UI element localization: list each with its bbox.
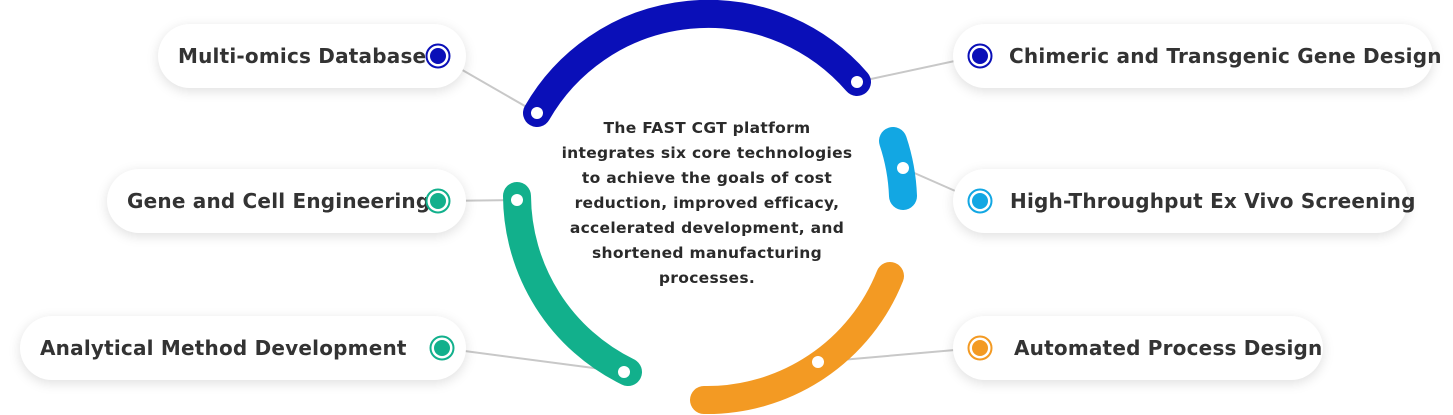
ring-dot-gene-cell xyxy=(511,194,523,206)
ring-marker-icon xyxy=(967,188,993,214)
node-label: Gene and Cell Engineering xyxy=(127,189,431,213)
ring-marker-icon xyxy=(967,43,993,69)
ring-dot-multi-omics xyxy=(531,107,543,119)
ring-dot-automated xyxy=(812,356,824,368)
ring-marker-icon xyxy=(429,335,455,361)
ring-marker-icon xyxy=(425,188,451,214)
node-analytical-method-development: Analytical Method Development xyxy=(20,316,466,380)
node-multi-omics-database: Multi-omics Database xyxy=(158,24,466,88)
node-label: Chimeric and Transgenic Gene Design xyxy=(1009,44,1442,68)
ring-dot-chimeric xyxy=(851,76,863,88)
node-label: High-Throughput Ex Vivo Screening xyxy=(1010,189,1416,213)
center-description: The FAST CGT platform integrates six cor… xyxy=(561,119,853,287)
node-automated-process-design: Automated Process Design xyxy=(953,316,1323,380)
arc-green xyxy=(503,182,642,386)
arc-orange xyxy=(690,262,904,415)
node-chimeric-transgenic-gene-design: Chimeric and Transgenic Gene Design xyxy=(953,24,1442,88)
ring-dot-screening xyxy=(897,162,909,174)
ring-marker-icon xyxy=(425,43,451,69)
arc-blue xyxy=(523,0,871,127)
node-label: Analytical Method Development xyxy=(40,336,407,360)
ring-dot-analytical xyxy=(618,366,630,378)
node-label: Multi-omics Database xyxy=(178,44,427,68)
node-gene-cell-engineering: Gene and Cell Engineering xyxy=(107,169,466,233)
node-high-throughput-screening: High-Throughput Ex Vivo Screening xyxy=(953,169,1415,233)
node-label: Automated Process Design xyxy=(1014,336,1323,360)
ring-marker-icon xyxy=(967,335,993,361)
